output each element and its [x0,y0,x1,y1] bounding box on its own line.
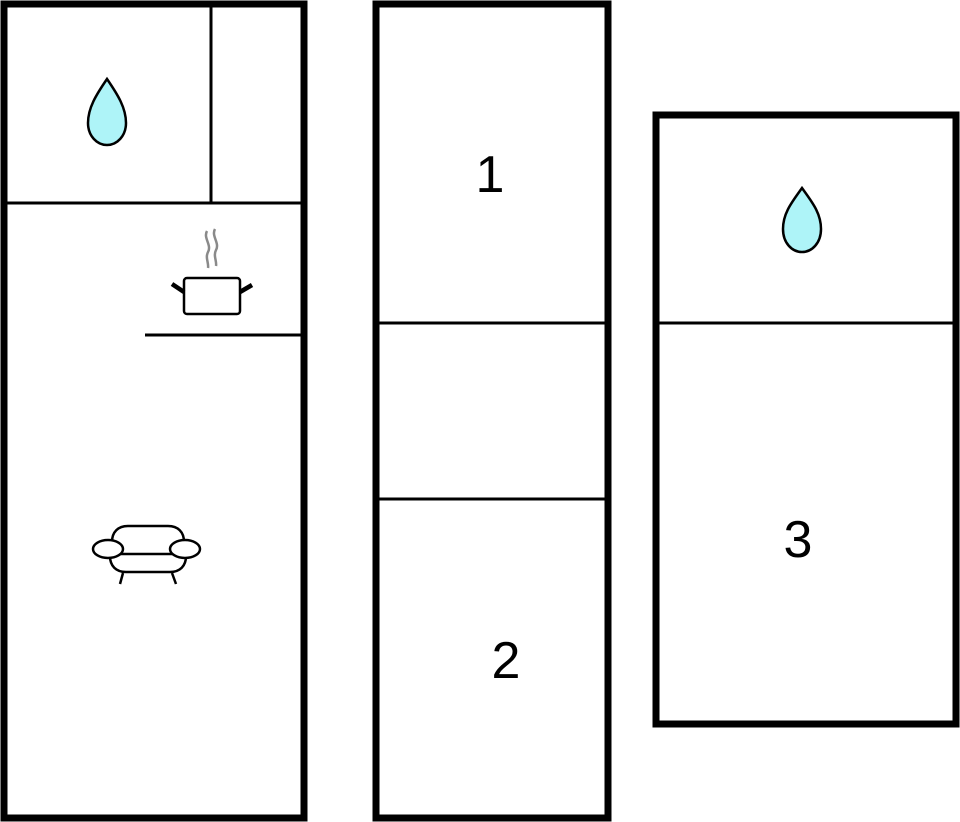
sofa-icon [91,524,202,585]
water-drop-icon [86,76,128,147]
room-label-2: 2 [492,632,521,690]
middle-unit-outer-wall [372,0,612,822]
water-drop-icon [781,185,823,254]
right-unit: 3 [652,111,960,728]
cooking-pot-icon [170,228,254,316]
room-label-1: 1 [476,146,505,204]
room-label-3: 3 [784,511,813,569]
left-unit [0,0,308,822]
left-unit-outer-wall [0,0,308,822]
middle-unit: 1 2 [372,0,612,822]
